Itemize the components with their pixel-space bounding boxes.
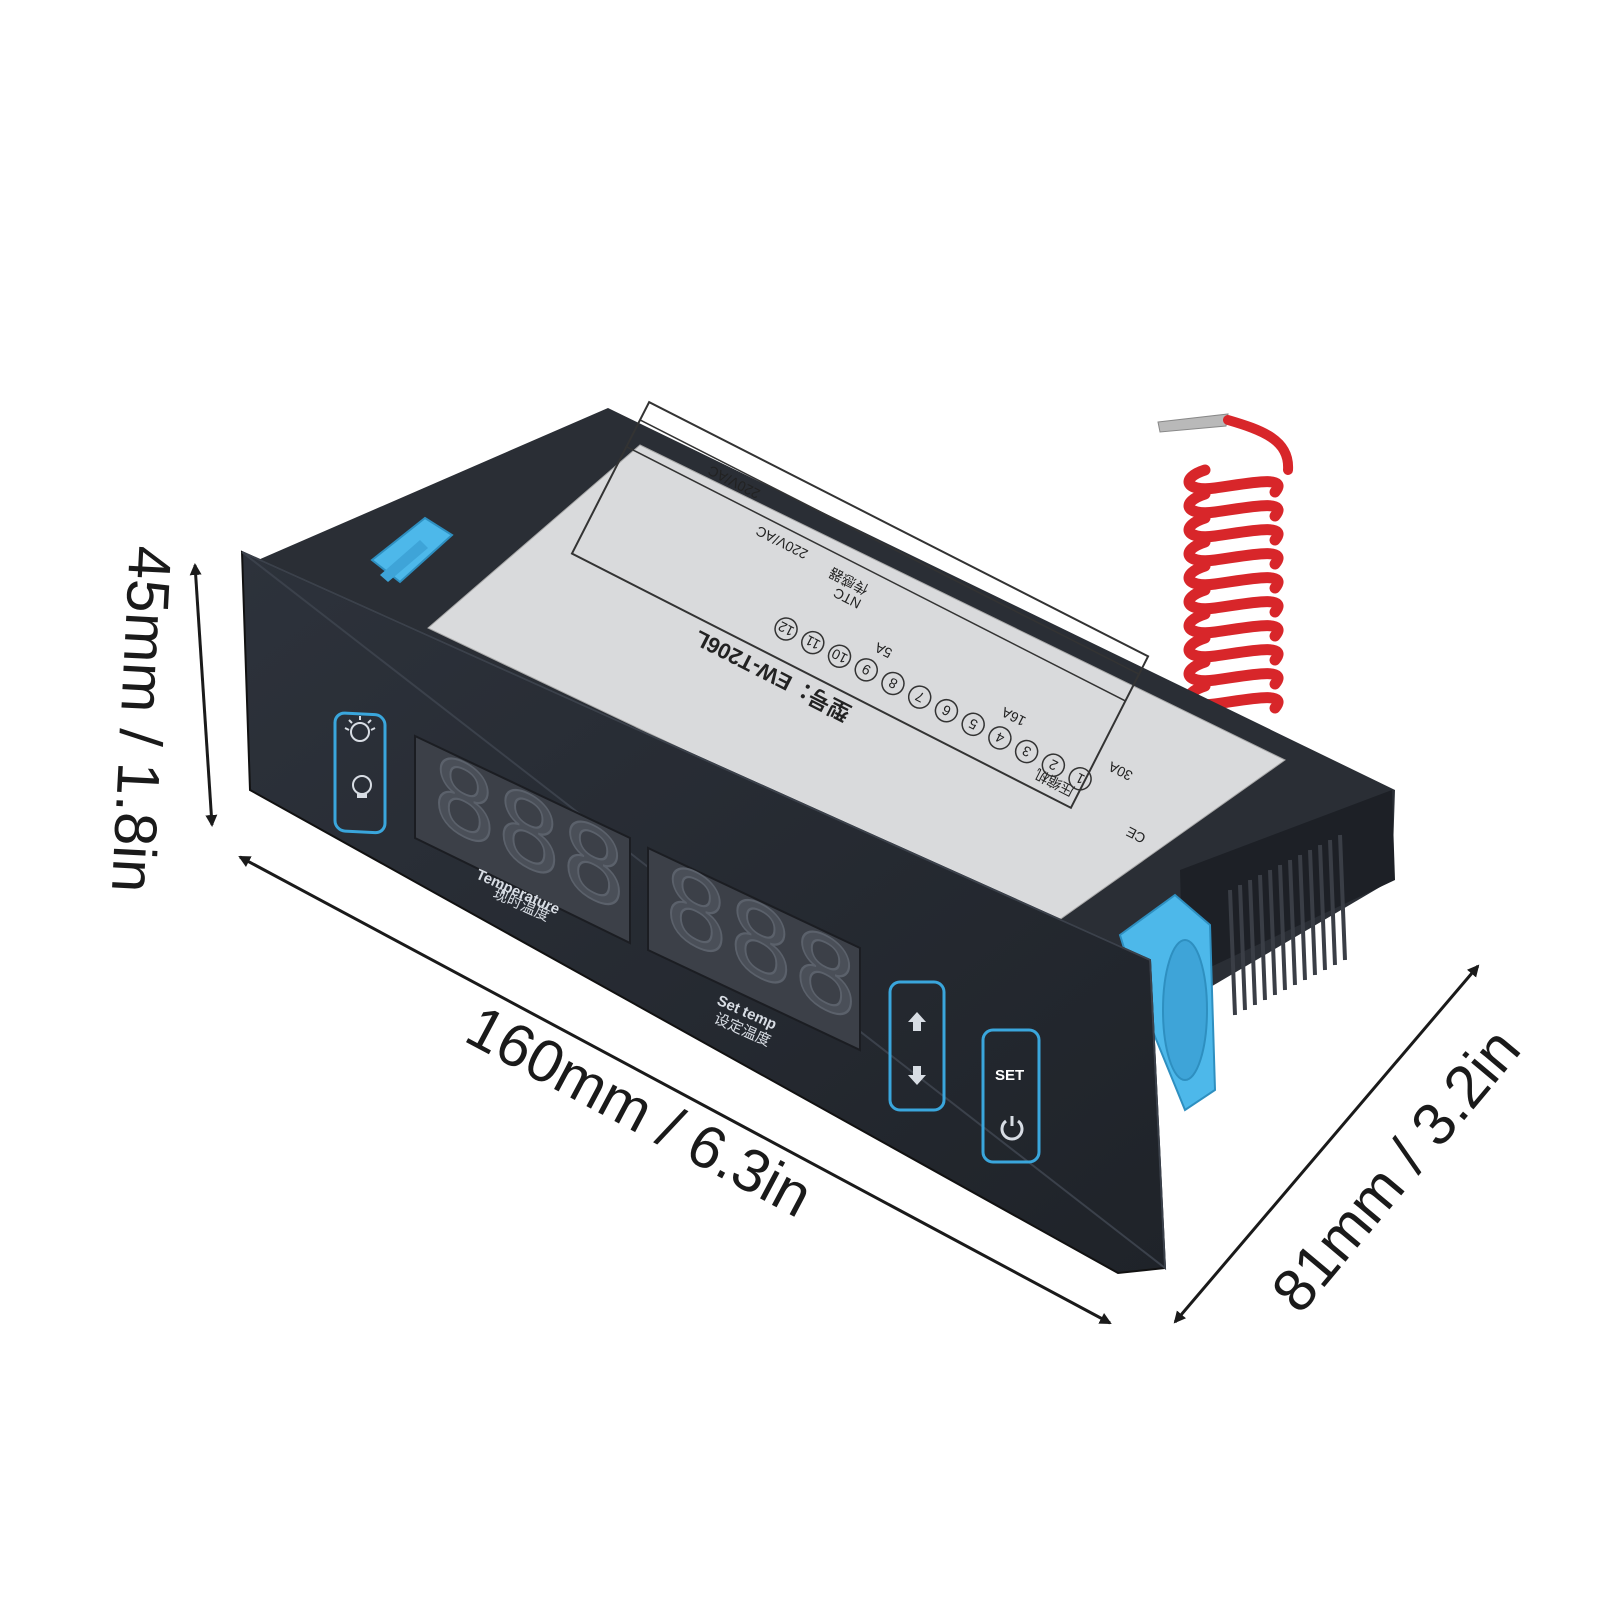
terminal-circle <box>1014 739 1039 764</box>
terminal-circle <box>827 644 852 668</box>
up-arrow-button[interactable] <box>908 1012 926 1031</box>
terminal-circle <box>907 685 932 709</box>
wire-coil-loop <box>1183 584 1284 618</box>
wire-coil-loop <box>1183 488 1284 522</box>
wire-coil-loop <box>1183 464 1284 498</box>
terminal-circle <box>934 698 959 723</box>
wire-coil-loop <box>1183 560 1284 594</box>
adjust-button-group <box>888 980 946 1112</box>
dimension-height: 45mm / 1.8in <box>99 544 218 894</box>
terminal-circle <box>774 617 798 641</box>
height-dimension-label: 45mm / 1.8in <box>99 544 184 894</box>
power-icon[interactable] <box>1000 1116 1024 1141</box>
red-coiled-wire <box>1157 413 1294 714</box>
side-vent <box>1228 834 1347 1016</box>
ce-mark: CE <box>1124 824 1149 847</box>
light-button-group <box>333 711 387 835</box>
controller-device: 220V/AC 压缩机 30A 16A 5A NTC 传感器 220V/AC 型… <box>240 400 1395 1275</box>
left-blue-clip <box>370 516 454 584</box>
terminal-number: 12 <box>775 618 796 639</box>
dimension-depth: 81mm / 3.2in <box>1173 964 1533 1324</box>
wire-coil-loop <box>1183 512 1284 546</box>
terminal-number: 10 <box>829 645 850 666</box>
lamp-off-icon[interactable] <box>352 775 372 798</box>
terminal-circle <box>961 712 985 737</box>
terminal-circle <box>1068 767 1092 791</box>
wire-coil-loop <box>1183 632 1284 666</box>
terminal-circle <box>881 671 905 696</box>
set-button[interactable]: SET <box>995 1067 1024 1084</box>
terminal-circle <box>1041 753 1066 777</box>
terminal-circle <box>854 658 878 682</box>
right-blue-clip <box>1118 893 1217 1112</box>
wire-coil-loop <box>1183 656 1284 690</box>
terminal-circle <box>988 726 1012 750</box>
down-arrow-button[interactable] <box>908 1066 926 1085</box>
set-power-button-group: SET <box>981 1028 1041 1164</box>
terminal-circle <box>801 630 825 655</box>
terminal-number: 11 <box>802 632 822 653</box>
wire-coil-loop <box>1183 536 1284 570</box>
rating-5a-label: 5A <box>871 639 894 661</box>
lamp-on-icon[interactable] <box>344 716 376 742</box>
wire-coil-loop <box>1183 608 1284 642</box>
